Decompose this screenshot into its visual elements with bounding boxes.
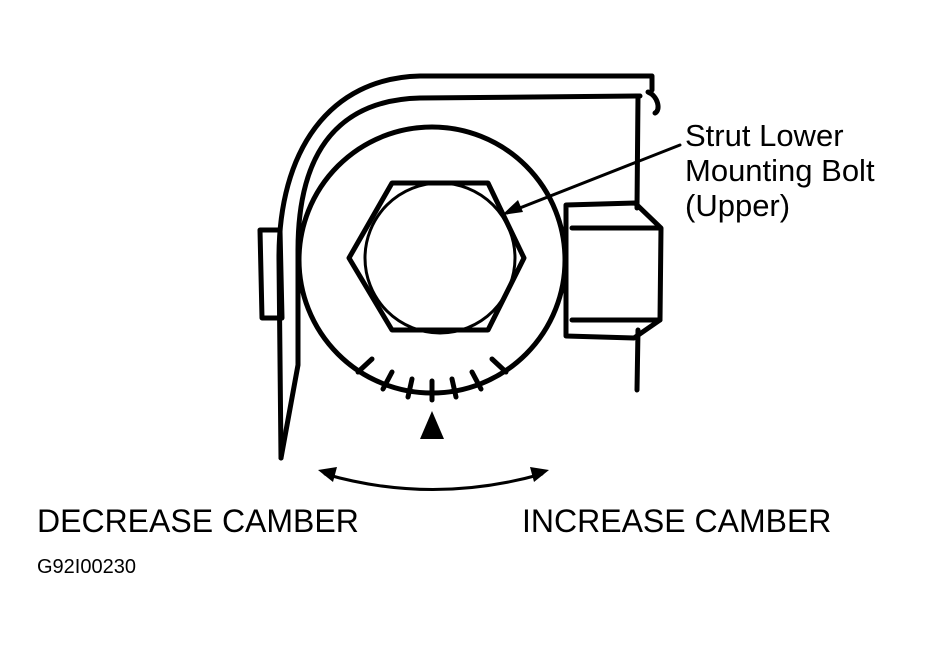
left-clamp-tab [257, 227, 285, 321]
mounting-nut [563, 200, 664, 341]
arc-arrowhead-right [530, 467, 549, 482]
callout-arrowhead [502, 200, 523, 215]
callout-leader-line [505, 143, 682, 215]
camber-adjust-arc-arrow [323, 472, 544, 491]
hex-bolt-head [346, 180, 527, 333]
figure-code: G92I00230 [37, 556, 136, 578]
reference-pointer-triangle [420, 411, 444, 439]
strut-lower-mounting-bolt-callout: Strut Lower Mounting Bolt (Upper) [685, 118, 875, 223]
increase-camber-label: INCREASE CAMBER [522, 503, 832, 539]
callout-line-1: Strut Lower [685, 118, 844, 153]
scale-tick-marks [355, 356, 509, 403]
callout-line-3: (Upper) [685, 188, 791, 223]
decrease-camber-label: DECREASE CAMBER [37, 503, 359, 539]
callout-line-2: Mounting Bolt [685, 153, 875, 188]
bolt-shank-circle [363, 181, 517, 335]
arc-arrowhead-left [318, 467, 337, 482]
